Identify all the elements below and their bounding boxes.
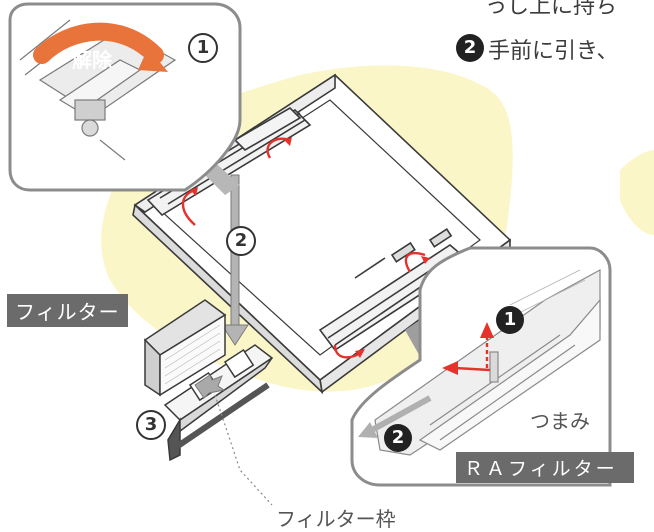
knob-label: つまみ	[530, 409, 590, 433]
inset-topleft-box	[8, 2, 242, 192]
filter-frame-label: フィルター枠	[276, 507, 396, 531]
step1-marker: 1	[188, 33, 218, 63]
inset-step2-badge: 2	[384, 424, 412, 452]
inset-right-box	[350, 246, 612, 487]
inset-step1-badge: 1	[496, 306, 524, 334]
step2-marker: 2	[226, 226, 256, 256]
release-arrows	[181, 137, 430, 359]
release-label: 解除	[72, 48, 112, 72]
filter-tag: フィルター	[7, 294, 128, 327]
instruction-step2-badge: 2	[456, 34, 484, 62]
insert-arrow-3	[194, 374, 226, 399]
instruction-line-1: っし上に持ち	[485, 0, 618, 19]
highlight-blob-right	[620, 150, 654, 235]
filter-panel-illustration	[143, 299, 227, 397]
instruction-line-2: 手前に引き、	[488, 39, 619, 64]
leader-filter-frame	[214, 394, 273, 506]
ra-filter-tag: ＲＡフィルター	[456, 452, 634, 483]
step3-marker: 3	[136, 410, 166, 440]
